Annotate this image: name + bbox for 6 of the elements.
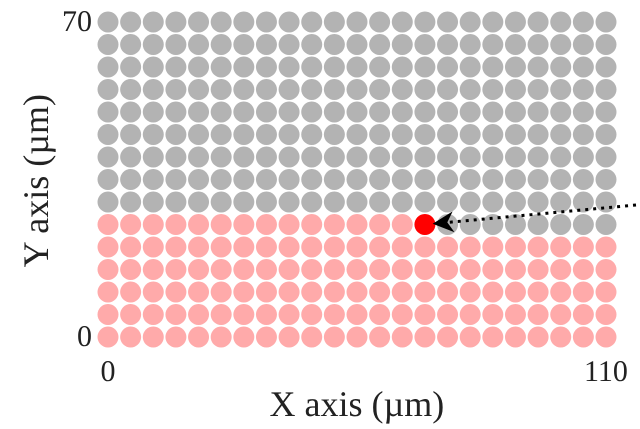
tick-label: 0 bbox=[100, 357, 116, 387]
tick-label: 110 bbox=[584, 357, 628, 387]
axis-title: Y axis (µm) bbox=[18, 94, 54, 267]
tick-label: 70 bbox=[62, 7, 92, 37]
tick-label: 0 bbox=[77, 322, 92, 352]
axis-title: X axis (µm) bbox=[270, 386, 444, 422]
